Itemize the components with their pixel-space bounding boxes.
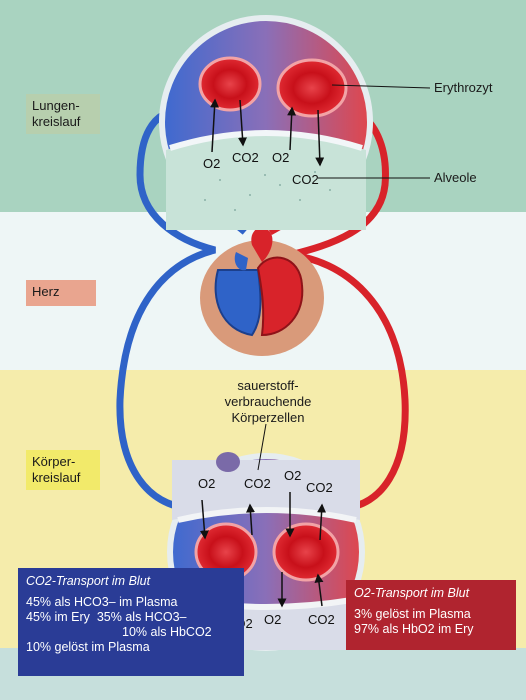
o2-label-body-2: O2: [284, 468, 301, 483]
o2-box-title: O2-Transport im Blut: [354, 586, 470, 600]
o2-line-1: 3% gelöst im Plasma: [354, 607, 471, 621]
rbc-body-right: [272, 522, 340, 582]
lung-circuit-label: Lungen-kreislauf: [26, 94, 100, 134]
co2-label-body-2: CO2: [306, 480, 333, 495]
o2-line-2: 97% als HbO2 im Ery: [354, 622, 474, 636]
alveole-label: Alveole: [434, 170, 477, 185]
o2-transport-box: O2-Transport im Blut 3% gelöst im Plasma…: [346, 580, 516, 650]
co2-label-lung-2: CO2: [292, 172, 319, 187]
consuming-cells-label: sauerstoff-verbrauchende Körperzellen: [224, 378, 312, 425]
co2-line-2b: 35% als HCO3–: [96, 610, 187, 624]
co2-label-lung-1: CO2: [232, 150, 259, 165]
co2-line-2a: 45% im Ery: [26, 610, 90, 624]
o2-label-lung-1: O2: [203, 156, 220, 171]
co2-label-body-4: CO2: [308, 612, 335, 627]
lung-capillary-circle: O2 CO2 O2 CO2: [159, 15, 431, 230]
heart-label: Herz: [26, 280, 96, 306]
co2-box-title: CO2-Transport im Blut: [26, 574, 151, 588]
co2-line-3: 10% als HbCO2: [122, 625, 212, 639]
o2-label-lung-2: O2: [272, 150, 289, 165]
body-circuit-label: Körper-kreislauf: [26, 450, 100, 490]
heart-graphic: [200, 227, 324, 356]
co2-transport-box: CO2-Transport im Blut 45% als HCO3– im P…: [18, 568, 244, 676]
venous-vessel-left: [116, 104, 216, 512]
co2-label-body-1: CO2: [244, 476, 271, 491]
rbc-lung-right: [276, 58, 348, 118]
co2-line-4: 10% gelöst im Plasma: [26, 640, 150, 654]
co2-line-1: 45% als HCO3– im Plasma: [26, 595, 178, 609]
o2-label-body-4: O2: [264, 612, 281, 627]
o2-label-body-1: O2: [198, 476, 215, 491]
erythrocyte-label: Erythrozyt: [434, 80, 493, 95]
rbc-lung-left: [198, 56, 262, 112]
